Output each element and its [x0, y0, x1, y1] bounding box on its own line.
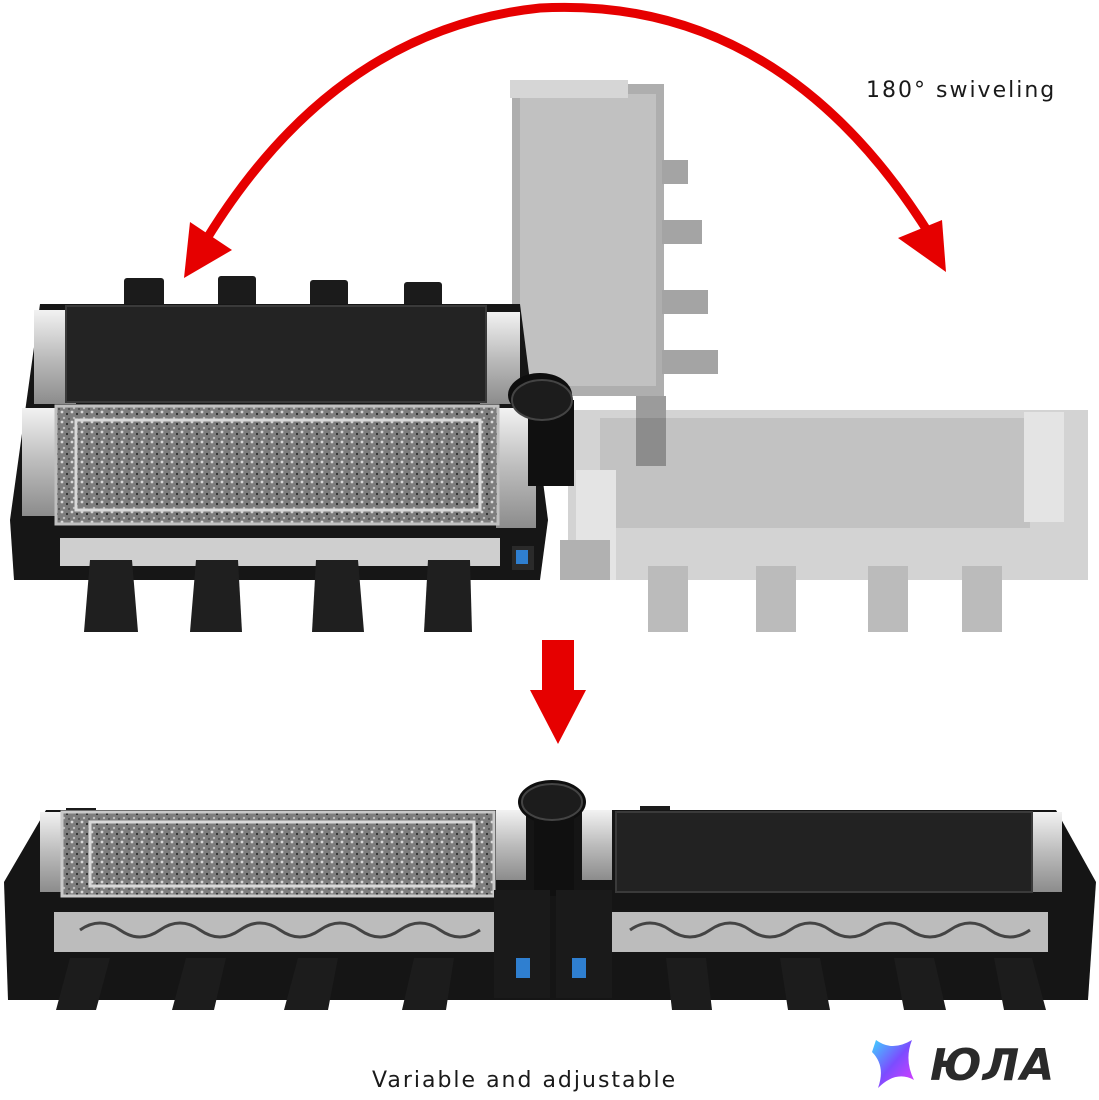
- brand-logo: ЮЛА: [872, 1034, 1094, 1096]
- down-arrow: [530, 640, 586, 744]
- brand-wordmark: ЮЛА: [930, 1040, 1056, 1091]
- ghost-unit-horizontal: [560, 410, 1088, 632]
- brand-logo-mark: [872, 1040, 914, 1088]
- swivel-arrow: [184, 2, 946, 278]
- ghost-unit-vertical: [510, 80, 718, 466]
- swivel-caption: 180° swiveling: [866, 78, 1057, 103]
- raclette-unit-top: [10, 276, 574, 632]
- raclette-unit-combined: [4, 780, 1096, 1010]
- variable-caption: Variable and adjustable: [372, 1068, 678, 1093]
